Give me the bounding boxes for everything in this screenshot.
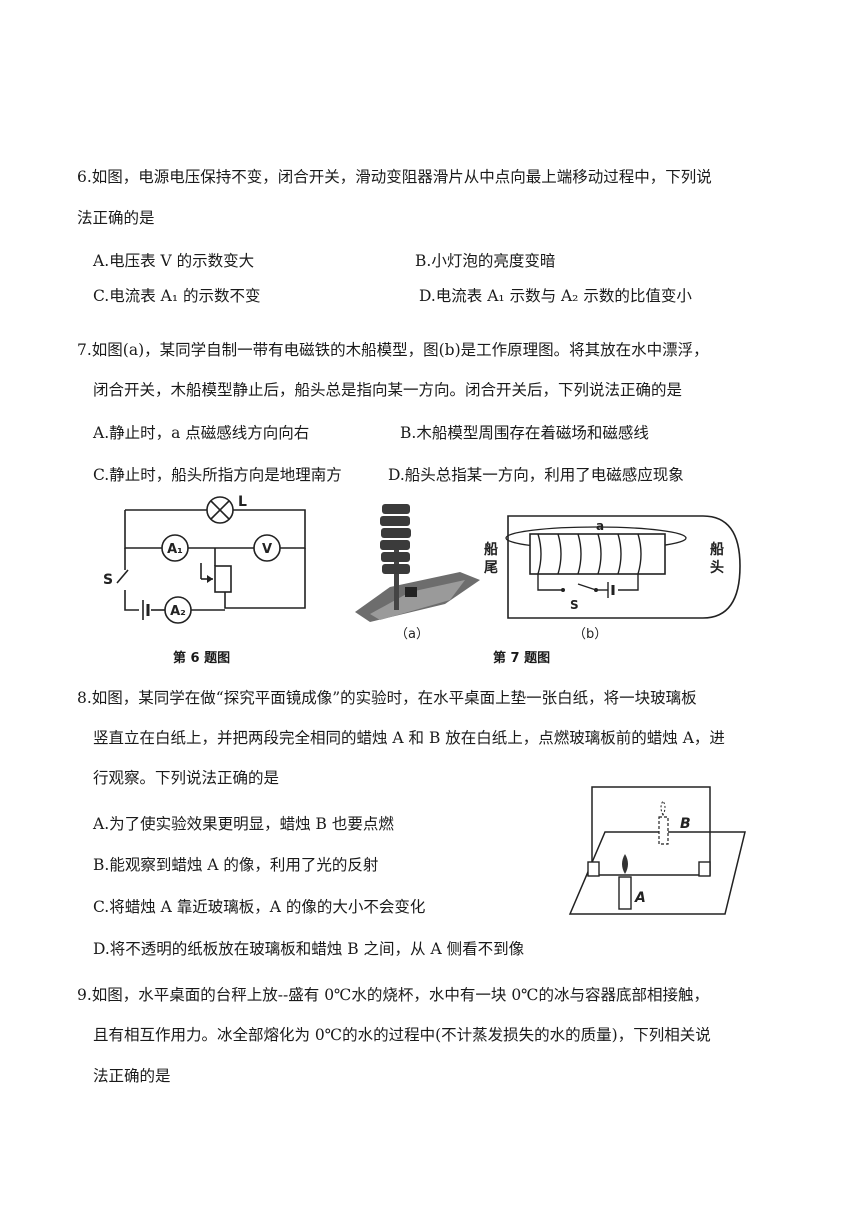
fig8-label-A: A: [634, 890, 646, 906]
fig7-label-bow-top: 船: [710, 541, 724, 558]
q6-option-a: A.电压表 V 的示数变大: [93, 252, 255, 270]
fig7-label-bow-bottom: 头: [710, 559, 724, 576]
q8-stem-line3: 行观察。下列说法正确的是: [93, 769, 280, 787]
fig7-label-point-a: a: [596, 519, 604, 533]
fig7-label-S: S: [570, 598, 579, 612]
fig7-label-stern-top: 船: [484, 541, 498, 558]
q6-option-b: B.小灯泡的亮度变暗: [415, 252, 556, 270]
figure-6-caption: 第 6 题图: [173, 651, 231, 666]
q9-stem-line1: 9.如图，水平桌面的台秤上放--盛有 0℃水的烧杯，水中有一块 0℃的冰与容器底…: [77, 986, 710, 1004]
q8-option-d: D.将不透明的纸板放在玻璃板和蜡烛 B 之间，从 A 侧看不到像: [93, 940, 525, 958]
figure-8-mirror-experiment: B A: [568, 786, 746, 915]
q7-option-c: C.静止时，船头所指方向是地理南方: [93, 466, 342, 484]
ammeter-a1-icon: A₁: [161, 534, 189, 562]
fig7-label-stern-bottom: 尾: [484, 560, 498, 576]
fig6-label-V: V: [262, 542, 272, 557]
fig8-label-B: B: [680, 816, 691, 832]
figure-6-circuit-diagram: L A₁ V S A₂: [103, 494, 306, 624]
fig6-label-A1: A₁: [167, 542, 183, 557]
figure-7-caption: 第 7 题图: [493, 651, 551, 666]
ammeter-a2-icon: A₂: [164, 596, 192, 624]
figure-7b-principle-diagram: a S 船 尾 船 头 （b）: [484, 515, 741, 640]
q8-option-b: B.能观察到蜡烛 A 的像，利用了光的反射: [93, 856, 379, 874]
q7-option-d: D.船头总指某一方向，利用了电磁感应现象: [388, 466, 684, 484]
q8-option-c: C.将蜡烛 A 靠近玻璃板，A 的像的大小不会变化: [93, 898, 426, 916]
q7-option-b: B.木船模型周围存在着磁场和磁感线: [400, 424, 649, 442]
q6-option-d: D.电流表 A₁ 示数与 A₂ 示数的比值变小: [419, 287, 692, 305]
q8-option-a: A.为了使实验效果更明显，蜡烛 B 也要点燃: [93, 815, 394, 833]
q7-option-a: A.静止时，a 点磁感线方向向右: [93, 424, 310, 442]
fig6-label-A2: A₂: [170, 604, 186, 619]
q8-stem-line1: 8.如图，某同学在做“探究平面镜成像”的实验时，在水平桌面上垫一张白纸，将一块玻…: [77, 689, 697, 707]
fig7-label-b: （b）: [573, 627, 607, 640]
lamp-icon: [206, 496, 234, 524]
q9-stem-line3: 法正确的是: [93, 1067, 171, 1085]
q9-stem-line2: 且有相互作用力。冰全部熔化为 0℃的水的过程中(不计蒸发损失的水的质量)，下列相…: [93, 1026, 711, 1044]
q6-stem-line2: 法正确的是: [77, 209, 155, 227]
fig6-label-L: L: [238, 494, 247, 510]
q6-stem-line1: 6.如图，电源电压保持不变，闭合开关，滑动变阻器滑片从中点向最上端移动过程中，下…: [77, 168, 712, 186]
figure-7a-boat-model: （a）: [355, 504, 480, 642]
fig6-label-S: S: [103, 572, 113, 588]
fig7-label-a: （a）: [395, 627, 429, 642]
q7-stem-line1: 7.如图(a)，某同学自制一带有电磁铁的木船模型，图(b)是工作原理图。将其放在…: [77, 341, 709, 359]
q7-stem-line2: 闭合开关，木船模型静止后，船头总是指向某一方向。闭合开关后，下列说法正确的是: [93, 381, 683, 399]
q6-option-c: C.电流表 A₁ 的示数不变: [93, 287, 261, 305]
voltmeter-icon: V: [253, 534, 281, 562]
q8-stem-line2: 竖直立在白纸上，并把两段完全相同的蜡烛 A 和 B 放在白纸上，点燃玻璃板前的蜡…: [93, 729, 725, 747]
